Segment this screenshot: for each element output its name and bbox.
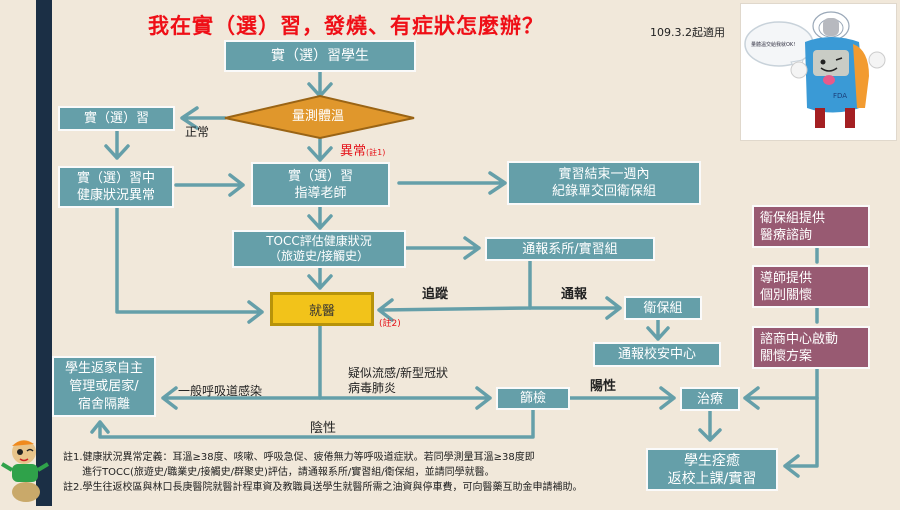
arrow-supervisor-to-tocc	[307, 204, 333, 230]
node-record-submit: 實習結束一週內 紀錄單交回衛保組	[507, 161, 701, 205]
arrow-suspected	[318, 386, 492, 410]
arrow-center-to-safety	[646, 316, 670, 341]
arrow-tocc-to-notify	[401, 236, 481, 260]
mascot-logo: FDA	[833, 92, 847, 100]
arrow-positive	[568, 386, 676, 410]
node-see-doctor: 就醫	[270, 292, 374, 326]
arrow-counsel-to-treatment	[743, 386, 819, 410]
arrow-counsel-to-recovered	[783, 364, 819, 478]
label-positive: 陽性	[590, 379, 617, 394]
node-abnormal-health: 實（選）習中 健康狀況異常	[58, 166, 174, 208]
effective-date: 109.3.2起適用	[650, 26, 725, 39]
arrow-negative	[90, 408, 535, 439]
node-tocc: TOCC評估健康狀況 （旅遊史/接觸史）	[232, 230, 406, 268]
node-measure-temp: 量測體溫	[292, 109, 345, 124]
label-report: 通報	[561, 287, 588, 302]
note2: 註2.學生往返校區與林口長庚醫院就醫計程車資及教職員送學生就醫所需之油資與停車費…	[63, 482, 583, 493]
label-abnormal-text: 異常	[340, 144, 367, 159]
footnotes: 註1.健康狀況異常定義：耳溫≥38度、咳嗽、呼吸急促、疲倦無力等呼吸道症狀。若同…	[63, 450, 583, 495]
node-internship: 實（選）習	[58, 106, 175, 131]
note1-ref: (註1)	[366, 148, 386, 157]
mascot-speech: 量體溫交給我就OK!	[751, 41, 795, 48]
node-notify-safety: 通報校安中心	[593, 342, 721, 367]
node-student: 實（選）習學生	[224, 40, 416, 72]
node-mentor-care: 導師提供 個別關懷	[752, 265, 870, 308]
arrow-supervisor-to-record	[397, 171, 507, 195]
mascot-image: 量體溫交給我就OK! FDA	[740, 3, 897, 141]
label-abnormal: 異常(註1)	[340, 144, 385, 160]
note2-ref: (註2)	[379, 319, 401, 329]
node-recovered: 學生痊癒 返校上課/實習	[646, 448, 778, 491]
note1-line2: 進行TOCC(旅遊史/職業史/接觸史/群聚史)評估，請通報系所/實習組/衛保組，…	[63, 467, 495, 478]
sidebar-bar	[36, 0, 52, 506]
node-medical-consult: 衛保組提供 醫療諮詢	[752, 205, 870, 248]
arrow-internship-down	[104, 128, 130, 160]
note1-line1: 註1.健康狀況異常定義：耳溫≥38度、咳嗽、呼吸急促、疲倦無力等呼吸道症狀。若同…	[63, 452, 535, 463]
arrow-tocc-to-doctor	[307, 265, 333, 290]
arrow-treatment-to-recovered	[698, 408, 722, 442]
label-negative: 陰性	[310, 421, 337, 436]
node-counseling: 諮商中心啟動 關懷方案	[752, 326, 870, 369]
arrow-track	[377, 258, 532, 322]
ant-mascot-icon	[0, 436, 56, 506]
measure-temp-diamond	[224, 94, 415, 140]
arrow-student-to-measure	[307, 68, 333, 98]
node-screening: 篩檢	[496, 387, 570, 410]
arrow-report	[528, 296, 622, 320]
node-notify-dept: 通報系所/實習組	[485, 237, 655, 261]
label-normal: 正常	[185, 125, 210, 139]
label-general-infection: 一般呼吸道感染	[178, 384, 263, 398]
page-title: 我在實（選）習，發燒、有症狀怎麼辦？	[148, 14, 544, 38]
node-health-center: 衛保組	[624, 296, 702, 320]
arrow-abnormal-to-doctor	[115, 205, 264, 324]
arrow-abnormal	[307, 136, 333, 162]
label-suspected: 疑似流感/新型冠狀 病毒肺炎	[348, 366, 449, 395]
arrow-abnormal-to-supervisor	[174, 173, 245, 197]
arrow-normal	[180, 106, 227, 130]
node-treatment: 治療	[680, 387, 740, 411]
label-track: 追蹤	[422, 287, 449, 302]
node-self-manage: 學生返家自主 管理或居家/ 宿舍隔離	[52, 356, 156, 417]
node-supervisor: 實（選）習 指導老師	[251, 162, 390, 207]
